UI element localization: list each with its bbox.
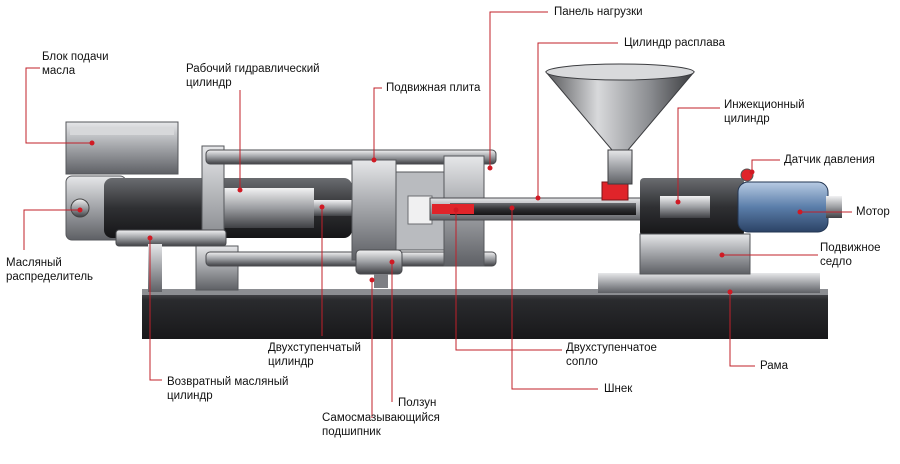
label-moving-saddle: Подвижное седло <box>820 242 881 268</box>
return-oil-cylinder <box>115 229 227 247</box>
label-self-lubricating-bearing: Самосмазывающийся подшипник <box>322 412 440 438</box>
mold-cavity <box>407 195 433 225</box>
tie-bar-upper <box>205 149 497 165</box>
motor-shaft <box>826 196 842 218</box>
dot-motor <box>797 209 803 215</box>
melt-chamber <box>601 181 629 201</box>
dot-moving-platen <box>371 157 377 163</box>
label-pressure-sensor: Датчик давления <box>784 154 875 166</box>
injection-support <box>639 233 751 275</box>
label-two-stage-cylinder: Двухступенчатый цилиндр <box>268 342 361 368</box>
label-oil-supply-block: Блок подачи масла <box>42 51 109 77</box>
two-stage-nozzle <box>432 204 474 214</box>
dot-main-cylinder <box>237 187 243 193</box>
dot-injection-cylinder <box>675 199 681 205</box>
dot-slider <box>389 259 395 265</box>
self-lubricating-bearing <box>374 274 388 288</box>
label-motor: Мотор <box>856 206 890 218</box>
leader-moving-platen <box>373 87 382 160</box>
leader-screw <box>511 208 598 390</box>
leader-dots <box>77 140 803 295</box>
injection-piston <box>660 196 710 218</box>
leader-load-panel <box>489 11 548 168</box>
tie-bar-lower <box>205 251 497 267</box>
frame-top-edge <box>142 289 828 295</box>
hopper-rim <box>545 63 695 81</box>
dot-frame <box>727 289 733 295</box>
label-main-hydraulic-cylinder: Рабочий гидравлический цилиндр <box>186 63 320 89</box>
label-oil-distributor: Масляный распределитель <box>6 257 94 283</box>
label-screw: Шнек <box>604 383 633 395</box>
label-frame: Рама <box>760 360 788 372</box>
return-oil-cylinder-support <box>148 244 162 292</box>
leader-injection-cylinder <box>677 107 720 202</box>
leader-pressure-sensor <box>751 159 780 172</box>
oil-supply-block-panel <box>70 127 174 135</box>
injection-base <box>598 273 820 293</box>
label-injection-cylinder: Инжекционный цилиндр <box>724 99 805 125</box>
main-cylinder-ram <box>214 188 314 228</box>
label-return-oil-cylinder: Возвратный масляный цилиндр <box>167 376 289 402</box>
label-two-stage-nozzle: Двухступенчатое сопло <box>566 342 657 368</box>
dot-pressure-sensor <box>749 169 755 175</box>
leader-two-stage-nozzle <box>455 210 562 351</box>
dot-oil-distributor <box>77 207 83 213</box>
hopper <box>544 71 696 151</box>
motor <box>737 181 829 233</box>
label-load-panel: Панель нагрузки <box>554 6 643 18</box>
screw <box>450 203 636 215</box>
dot-moving-saddle <box>719 252 725 258</box>
leader-melt-cylinder <box>537 42 618 198</box>
dot-return-oil-cylinder <box>147 235 153 241</box>
dot-bearing <box>369 277 375 283</box>
dot-oil-supply-block <box>89 140 95 146</box>
hopper-neck <box>607 149 633 185</box>
leader-oil-distributor <box>23 209 80 250</box>
leader-lines <box>23 11 852 418</box>
label-slider: Ползун <box>398 397 437 409</box>
dot-load-panel <box>487 165 493 171</box>
leader-oil-supply-block <box>25 67 92 144</box>
dot-two-stage-nozzle <box>453 207 459 213</box>
dot-melt-cylinder <box>535 195 541 201</box>
slider <box>355 249 403 275</box>
dot-screw <box>509 205 515 211</box>
leader-frame <box>729 292 755 367</box>
moving-platen <box>351 159 397 261</box>
label-moving-platen: Подвижная плита <box>386 82 481 94</box>
label-melt-cylinder: Цилиндр расплава <box>624 37 725 49</box>
frame <box>142 293 828 339</box>
leader-return-oil-cylinder <box>149 238 162 381</box>
dot-two-stage-cylinder <box>319 204 325 210</box>
